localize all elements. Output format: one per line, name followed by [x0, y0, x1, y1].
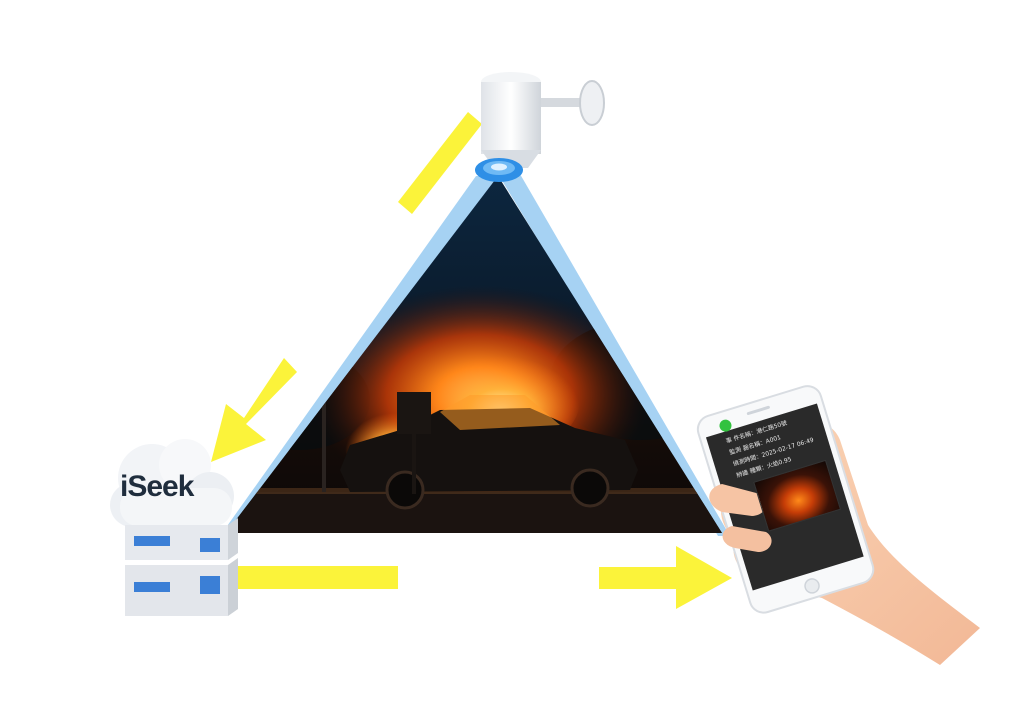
flow-arrow-cloud-to-phone-head — [599, 546, 732, 609]
notification-badge-icon — [717, 418, 733, 434]
cloud-icon — [110, 439, 234, 527]
server-icon — [125, 518, 238, 616]
camera-field-of-view — [220, 174, 730, 536]
flow-arrow-down-to-cloud — [211, 358, 297, 462]
thumb — [709, 484, 772, 552]
security-camera-icon — [475, 72, 605, 182]
flow-arrow-cloud-to-phone-tail — [230, 566, 398, 589]
fire-scene — [226, 176, 722, 533]
flow-arrow-camera-to-cloud — [398, 112, 482, 214]
iseek-logo: iSeek — [120, 470, 194, 503]
